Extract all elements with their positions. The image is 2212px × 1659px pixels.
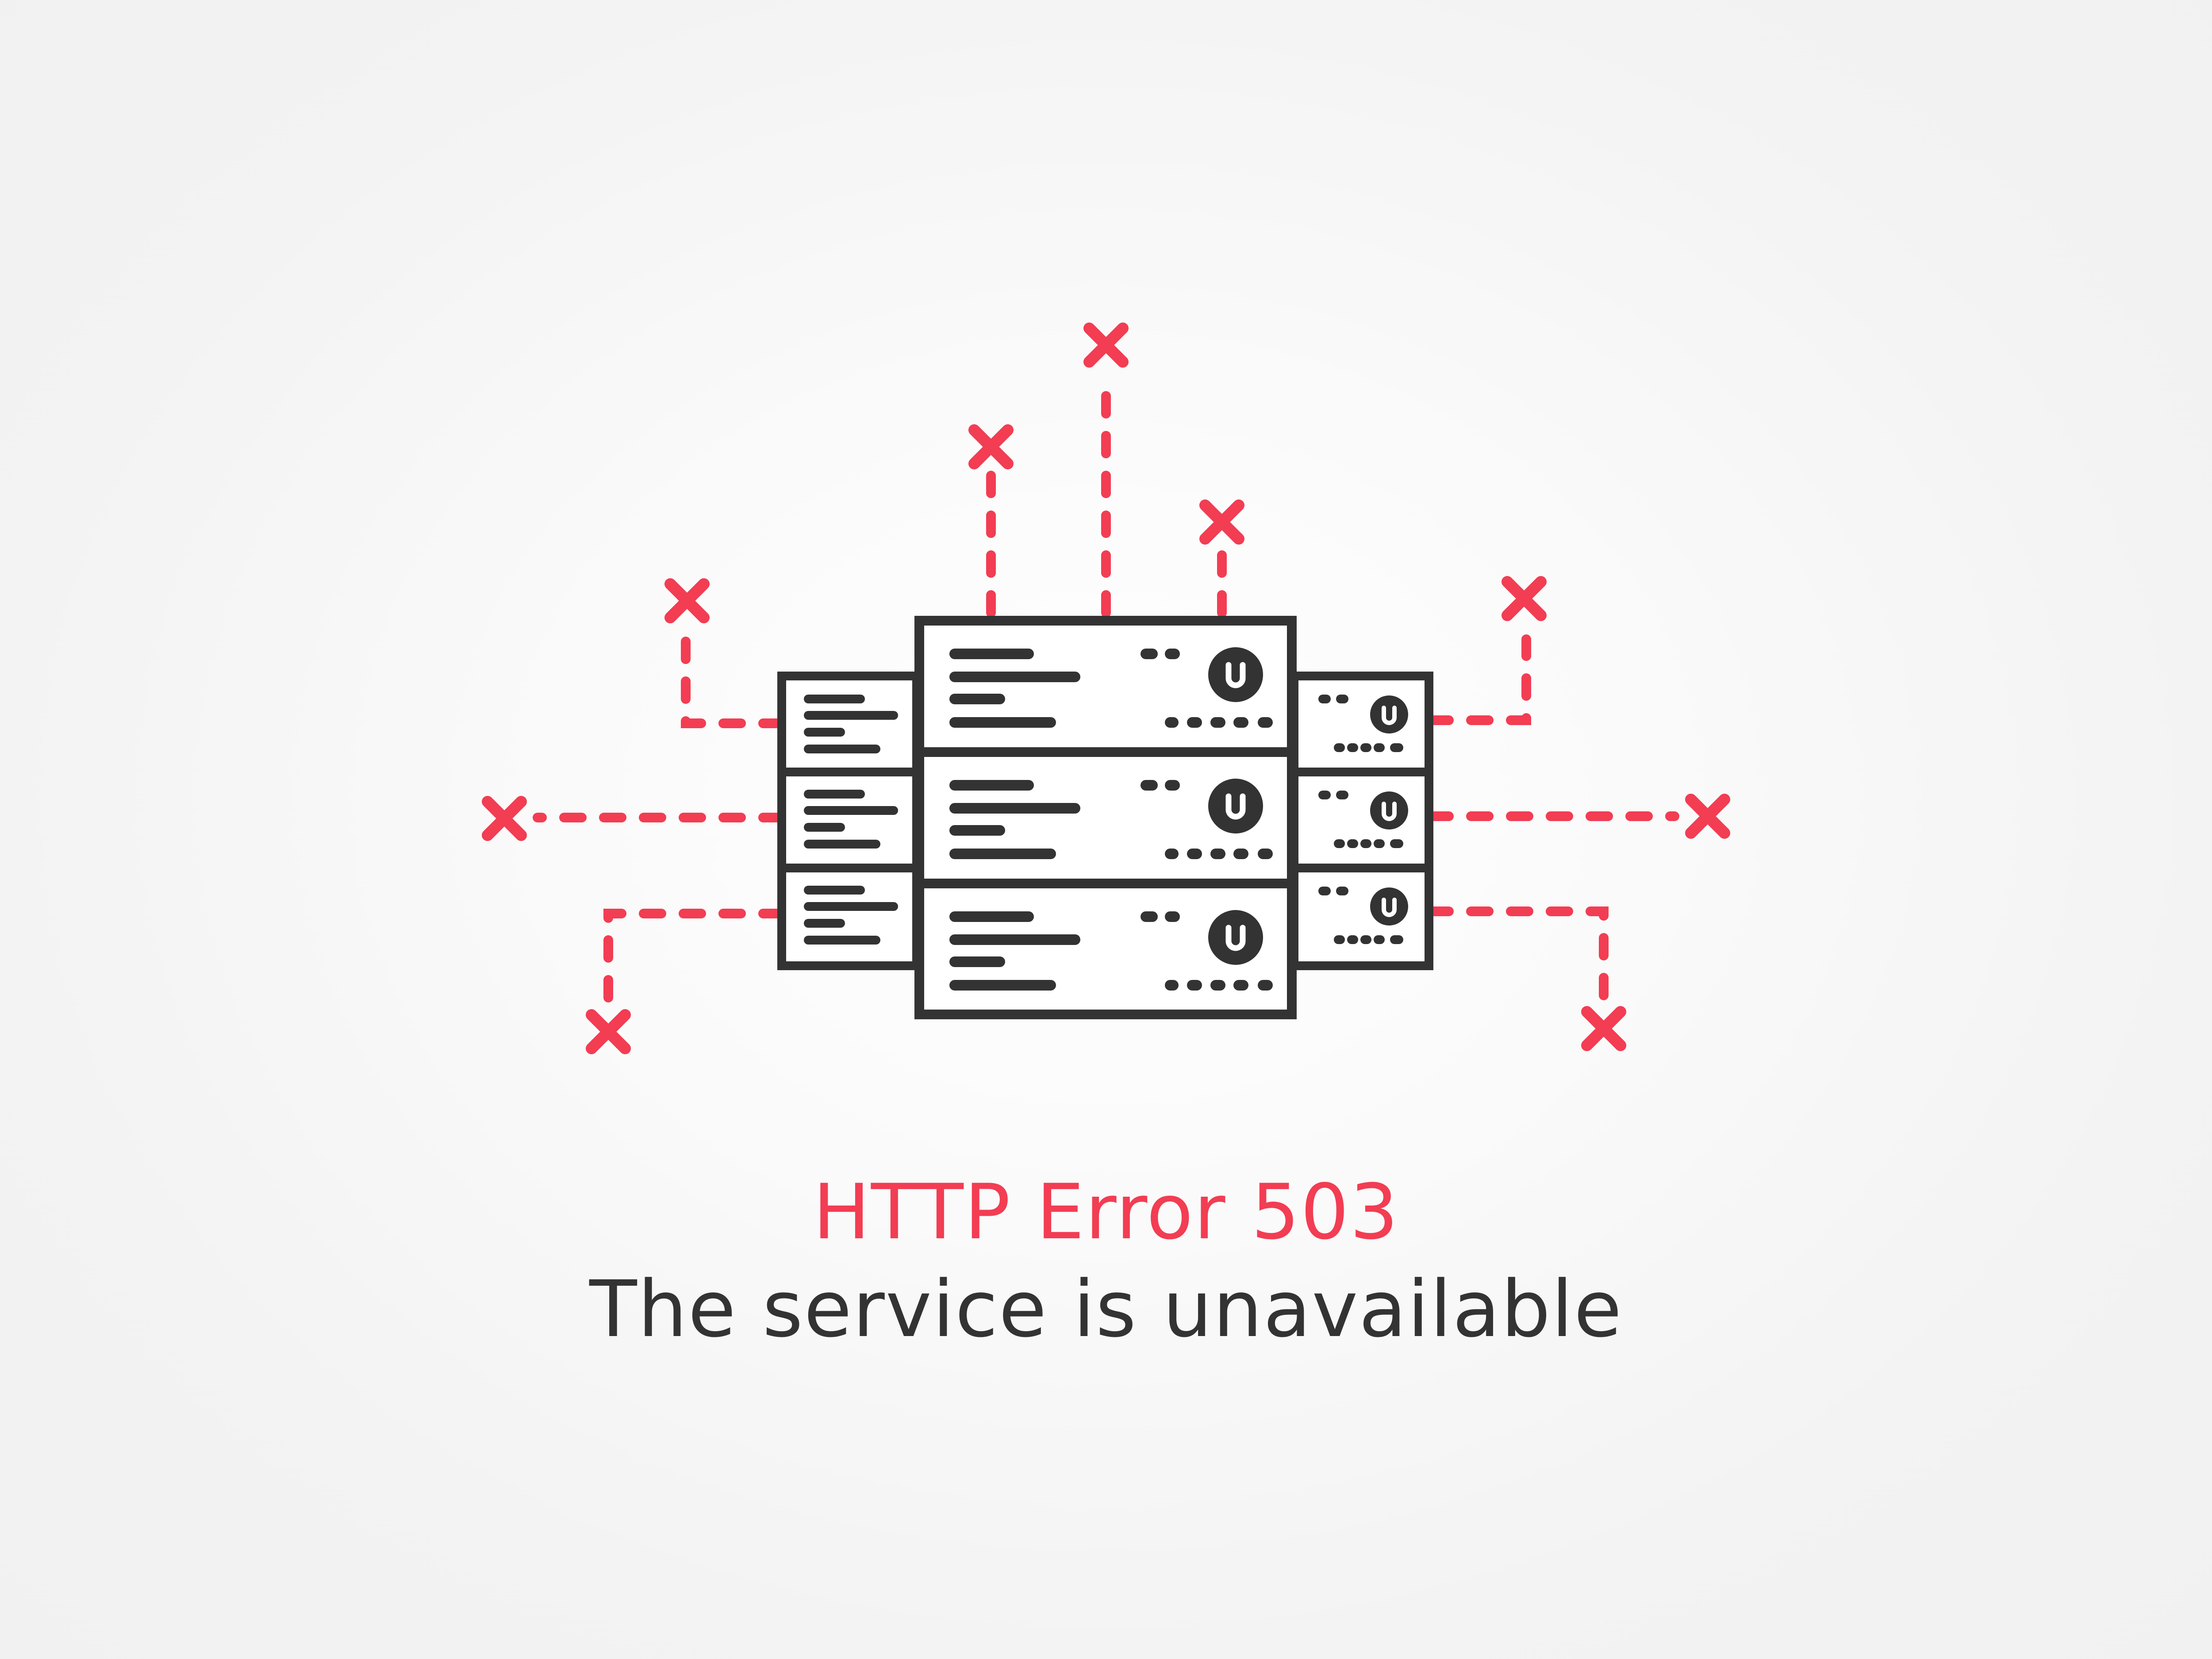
power-icon <box>1370 887 1408 926</box>
connection-line-lower-left <box>603 909 786 1005</box>
x-mark-icon <box>1502 576 1547 621</box>
server-unit-right-3 <box>1318 887 1408 944</box>
x-mark-icon <box>664 578 710 623</box>
server-rack-right <box>1290 672 1433 970</box>
broken-connections <box>533 371 1679 1005</box>
power-icon <box>1370 695 1408 733</box>
power-icon <box>1208 647 1263 702</box>
server-unit-center-2 <box>949 779 1273 859</box>
x-mark-icon <box>1581 1006 1626 1051</box>
connection-line-upper-left <box>681 637 786 728</box>
server-rack-left <box>777 672 921 970</box>
x-mark-icon <box>586 1009 631 1054</box>
x-mark-icon <box>968 424 1014 469</box>
x-mark-icon <box>1083 323 1129 368</box>
power-icon <box>1208 779 1263 833</box>
server-unit-center-1 <box>949 647 1273 728</box>
x-mark-icon <box>1199 499 1244 545</box>
connection-line-upper-right <box>1426 634 1531 725</box>
error-message-text: The service is unavailable <box>589 1264 1623 1355</box>
x-mark-icon <box>482 796 527 841</box>
power-icon <box>1208 910 1263 965</box>
error-code-heading: HTTP Error 503 <box>813 1167 1399 1256</box>
x-marks <box>482 323 1730 1054</box>
server-outage-illustration <box>482 323 1730 1054</box>
server-unit-right-1 <box>1318 695 1408 752</box>
x-mark-icon <box>1685 794 1730 839</box>
power-icon <box>1370 791 1408 830</box>
connection-line-lower-right <box>1426 906 1609 1000</box>
server-unit-center-3 <box>949 910 1273 991</box>
server-rack-center <box>914 616 1297 1019</box>
server-unit-right-2 <box>1318 791 1408 848</box>
